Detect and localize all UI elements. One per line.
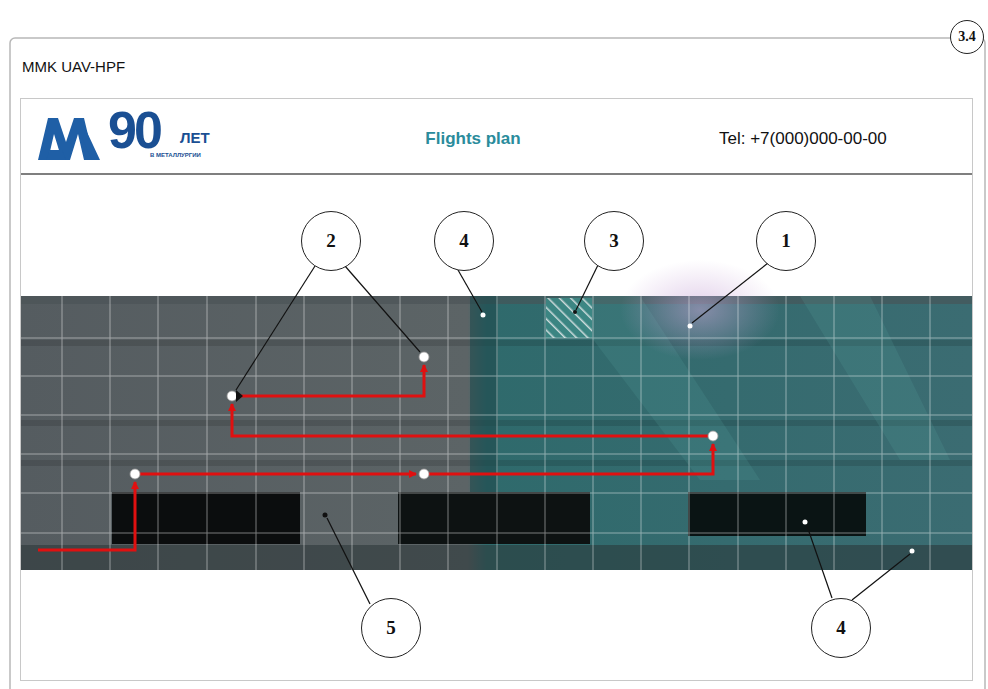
callout-text: 2 — [326, 230, 336, 252]
callout-number: 4 — [434, 211, 494, 271]
callout-number: 4 — [811, 598, 871, 658]
logo-subtitle: В МЕТАЛЛУРГИИ — [150, 152, 201, 158]
callout-text: 1 — [781, 230, 791, 252]
callout-number: 5 — [361, 598, 421, 658]
section-number: 3.4 — [950, 20, 984, 54]
page-heading: Flights plan — [425, 129, 520, 149]
callout-text: 4 — [836, 617, 846, 639]
callout-text: 3 — [609, 230, 619, 252]
phone-number: Tel: +7(000)000-00-00 — [719, 129, 887, 149]
logo-word: ЛЕТ — [180, 130, 210, 145]
callout-number: 1 — [756, 211, 816, 271]
logo-number: 90 — [108, 104, 160, 156]
callout-text: 3.4 — [958, 29, 976, 45]
callout-text: 5 — [386, 617, 396, 639]
panel-title: MMK UAV-HPF — [22, 58, 125, 75]
callout-text: 4 — [459, 230, 469, 252]
callout-number: 2 — [301, 211, 361, 271]
flight-plan-panel: Flights plan Tel: +7(000)000-00-00 2 4 3 1 5 4 — [20, 98, 973, 681]
callout-number: 3 — [584, 211, 644, 271]
